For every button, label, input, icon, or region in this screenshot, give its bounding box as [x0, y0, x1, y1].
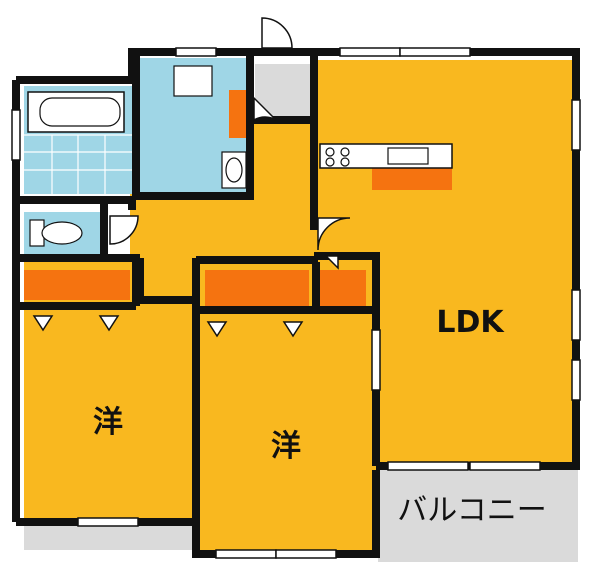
kitchen-counter-orange [372, 166, 452, 190]
closet-small [320, 270, 366, 306]
western-room-2-label: 洋 [271, 429, 301, 464]
doors [32, 17, 351, 338]
closet-room-1 [24, 270, 130, 300]
closet-washroom [229, 90, 249, 138]
windows [11, 47, 581, 559]
western-room-1-label: 洋 [93, 405, 123, 440]
balcony-label: バルコニー [397, 493, 546, 528]
balcony-area [378, 470, 578, 562]
closet-room-2 [205, 270, 309, 306]
toilet [29, 219, 83, 247]
washer-space [173, 65, 213, 97]
bathtub [27, 91, 125, 133]
bottom-grey-strip [24, 526, 194, 550]
kitchen-counter [319, 143, 453, 169]
washbasin [221, 151, 247, 189]
bath-tile-grid [24, 134, 132, 194]
ldk-label: LDK [436, 305, 505, 340]
